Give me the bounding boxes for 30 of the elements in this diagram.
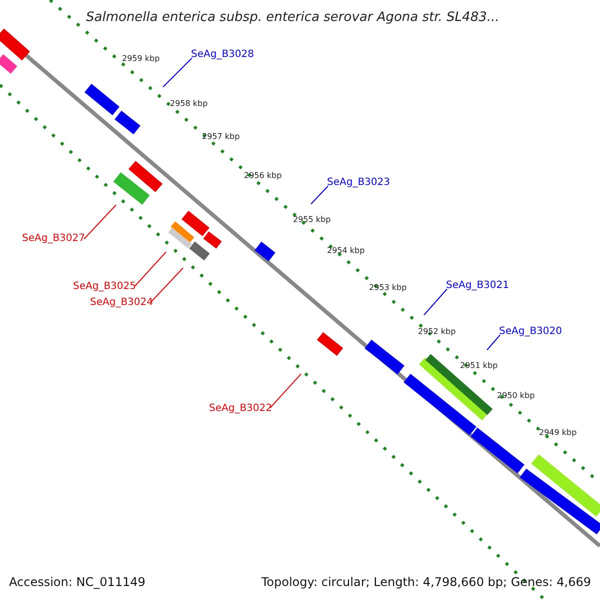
gene-label: SeAg_B3022 [209, 404, 272, 414]
gene-label: SeAg_B3027 [22, 234, 85, 244]
scale-label: 2949 kbp [539, 429, 577, 437]
genome-summary-text: Topology: circular; Length: 4,798,660 bp; Genes: 4,669 [261, 576, 591, 588]
gene-label: SeAg_B3021 [446, 281, 509, 291]
gene-label: SeAg_B3023 [327, 178, 390, 188]
leader-line [84, 204, 116, 240]
leader-line [134, 252, 166, 286]
scale-label: 2953 kbp [369, 284, 407, 292]
gene-label: SeAg_B3024 [90, 298, 153, 308]
chart-title: Salmonella enterica subsp. enterica serovar Agona str. SL483... [86, 11, 500, 24]
leader-line [162, 58, 192, 88]
gene-label: SeAg_B3028 [191, 50, 254, 60]
leader-line [486, 334, 500, 350]
leader-line [270, 374, 302, 408]
gene-label: SeAg_B3020 [499, 327, 562, 337]
scale-label: 2955 kbp [293, 216, 331, 224]
accession-text: Accession: NC_011149 [9, 576, 146, 588]
leader-line [424, 288, 448, 316]
scale-label: 2956 kbp [244, 172, 282, 180]
scale-label: 2951 kbp [460, 362, 498, 370]
gene-label: SeAg_B3025 [73, 282, 136, 292]
scale-label: 2959 kbp [122, 55, 160, 63]
scale-label: 2957 kbp [202, 133, 240, 141]
scale-label: 2952 kbp [418, 328, 456, 336]
leader-line [150, 268, 184, 302]
scale-label: 2958 kbp [170, 100, 208, 108]
scale-label: 2950 kbp [497, 392, 535, 400]
leader-line [310, 186, 328, 204]
scale-label: 2954 kbp [327, 247, 365, 255]
